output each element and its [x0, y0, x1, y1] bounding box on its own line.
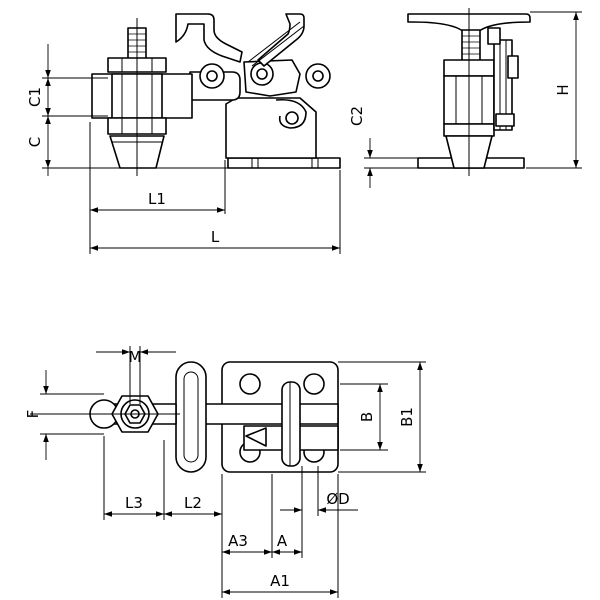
label-a: A: [277, 532, 288, 550]
label-m: M: [129, 348, 142, 366]
label-b1: B1: [398, 407, 416, 427]
construction-lines: [30, 8, 582, 598]
label-c: C: [26, 137, 44, 147]
top-handle-loop: [175, 361, 207, 473]
label-l1: L1: [148, 190, 166, 208]
label-l2: L2: [184, 494, 202, 512]
label-h: H: [554, 84, 572, 95]
label-l: L: [211, 228, 220, 246]
locking-latch: [257, 13, 305, 67]
dimension-labels: C1 C L1 L C2 H M F B B1 L3 L2 ØD A3 A A1: [24, 84, 572, 590]
base-plate: [227, 157, 341, 169]
label-d: ØD: [326, 490, 349, 508]
dimension-lines: [43, 12, 579, 595]
label-c2: C2: [348, 106, 366, 126]
label-f: F: [24, 410, 42, 419]
label-l3: L3: [125, 494, 143, 512]
label-a3: A3: [228, 532, 248, 550]
front-rod: [461, 29, 481, 63]
side-view: [91, 13, 341, 169]
label-c1: C1: [26, 87, 44, 107]
label-a1: A1: [270, 572, 290, 590]
top-latch: [281, 381, 301, 467]
top-view: [89, 361, 339, 473]
handle-grip: [175, 13, 243, 63]
label-b: B: [358, 412, 376, 422]
